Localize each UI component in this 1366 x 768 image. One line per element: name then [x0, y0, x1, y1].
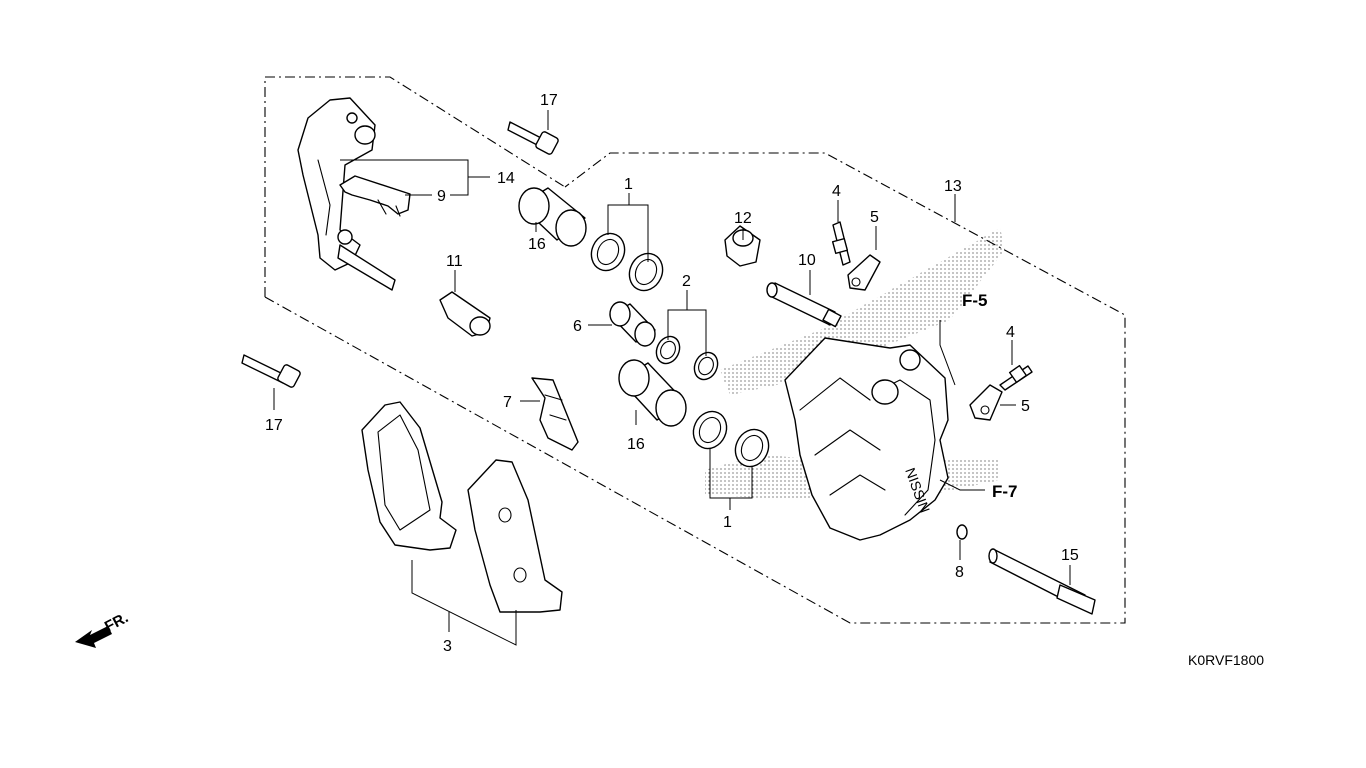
callout-1-upper: 1	[624, 176, 633, 193]
drawing-code: K0RVF1800	[1188, 652, 1264, 668]
callout-16-upper: 16	[528, 236, 546, 253]
pad-pin	[766, 282, 842, 328]
callout-4-upper: 4	[832, 183, 841, 200]
callout-10: 10	[798, 252, 816, 269]
callout-17-upper: 17	[540, 92, 558, 109]
seal-set-small	[655, 335, 719, 381]
callout-16-lower: 16	[627, 436, 645, 453]
caliper-bracket	[297, 97, 396, 291]
leader-lines	[273, 110, 1071, 646]
washer-lower	[969, 384, 1003, 421]
callout-3: 3	[443, 638, 452, 655]
callout-4-lower: 4	[1006, 324, 1015, 341]
bolt-lower	[241, 354, 301, 388]
callout-2: 2	[682, 273, 691, 290]
reference-f7: F-7	[992, 482, 1018, 501]
slide-pin	[988, 548, 1096, 615]
callout-17-lower: 17	[265, 417, 283, 434]
front-direction-indicator: FR.	[75, 609, 131, 648]
piston-upper	[518, 187, 587, 247]
callout-14: 14	[497, 170, 515, 187]
assembly-boundary-13	[264, 152, 1126, 624]
seal-set-upper	[590, 232, 664, 292]
callout-1-lower: 1	[723, 514, 732, 531]
callout-9: 9	[437, 188, 446, 205]
callout-15: 15	[1061, 547, 1079, 564]
bleeder-valve-lower	[999, 364, 1033, 391]
seal-set-lower	[692, 410, 770, 468]
piston-small	[609, 301, 656, 347]
brake-pad-front	[361, 401, 457, 551]
callout-5-lower: 5	[1021, 398, 1030, 415]
caliper-body: NISSIN	[784, 337, 949, 541]
callout-5-upper: 5	[870, 209, 879, 226]
callout-12: 12	[734, 210, 752, 227]
pad-spring	[339, 175, 411, 217]
callout-13: 13	[944, 178, 962, 195]
callout-6: 6	[573, 318, 582, 335]
bleeder-valve-upper	[831, 221, 851, 266]
assembly-boundary-14	[264, 76, 566, 297]
bolt-upper	[507, 121, 559, 155]
brake-pad-rear	[467, 459, 563, 613]
callout-8: 8	[955, 564, 964, 581]
piston-lower	[618, 359, 687, 427]
reference-f5: F-5	[962, 291, 988, 310]
callout-11: 11	[446, 253, 463, 270]
pad-shim	[531, 377, 579, 451]
callout-7: 7	[503, 394, 512, 411]
pin-boot	[439, 291, 491, 337]
washer-upper	[847, 254, 881, 291]
shading-area-upper	[720, 228, 1005, 395]
front-arrow-icon	[75, 626, 112, 648]
callout-labels: 17 14 9 1 16 12 4 5 13 10 11 2 6 7 16 1 …	[265, 92, 1079, 655]
sealing-washer	[956, 524, 968, 540]
